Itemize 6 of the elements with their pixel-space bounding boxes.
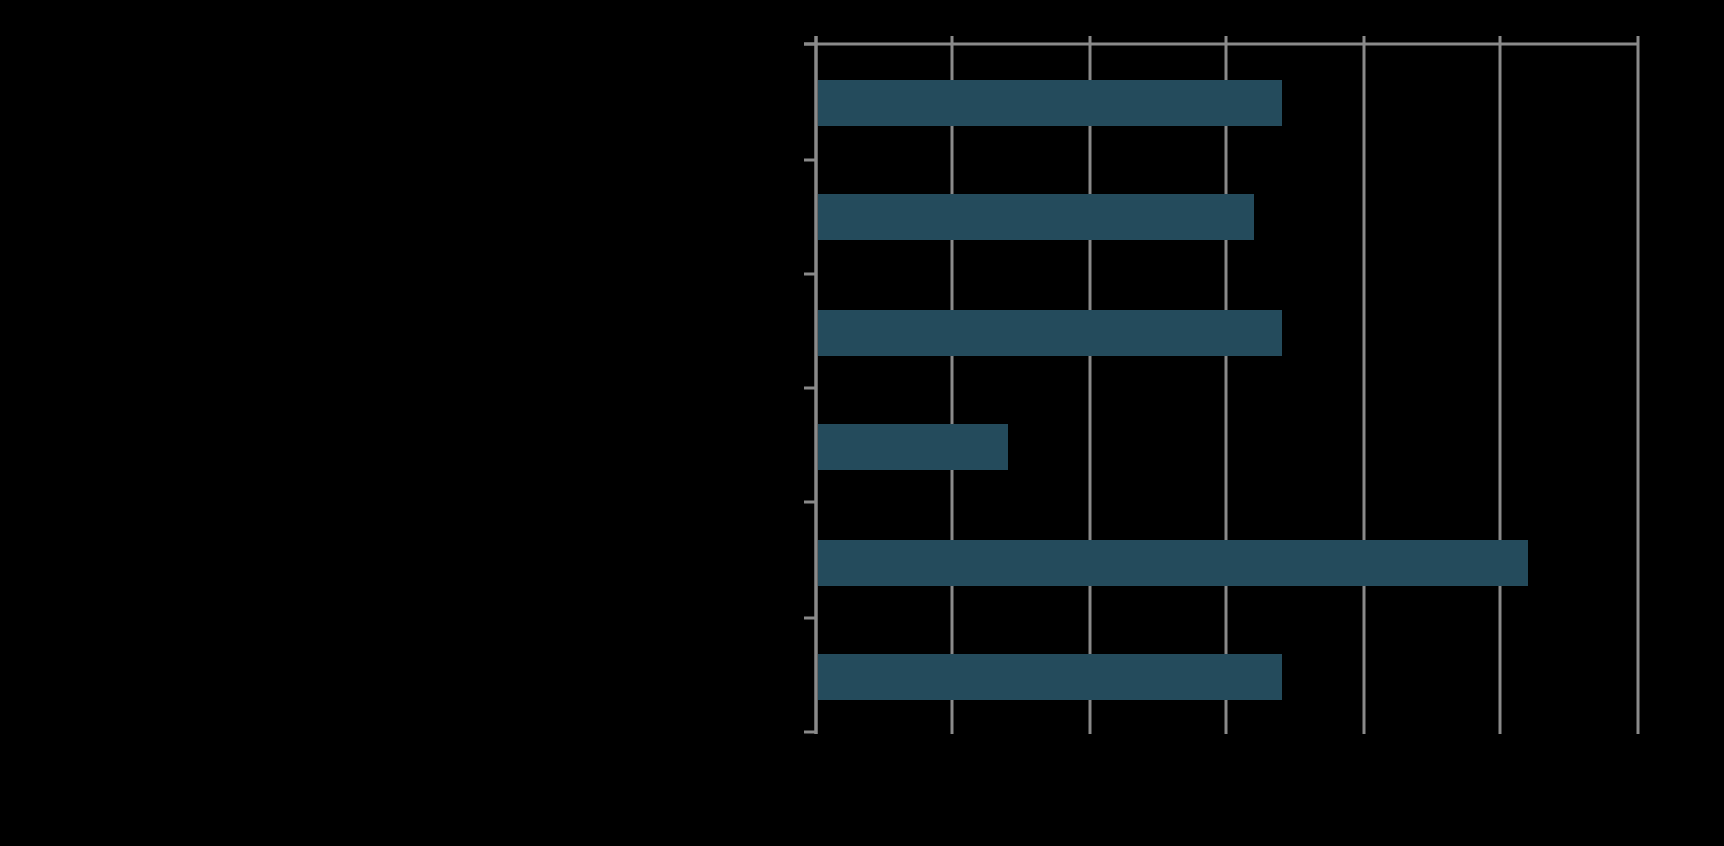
bar [818, 540, 1528, 586]
bar [818, 310, 1282, 356]
bar [818, 424, 1008, 470]
bar [818, 194, 1254, 240]
bar [818, 80, 1282, 126]
bar [818, 654, 1282, 700]
